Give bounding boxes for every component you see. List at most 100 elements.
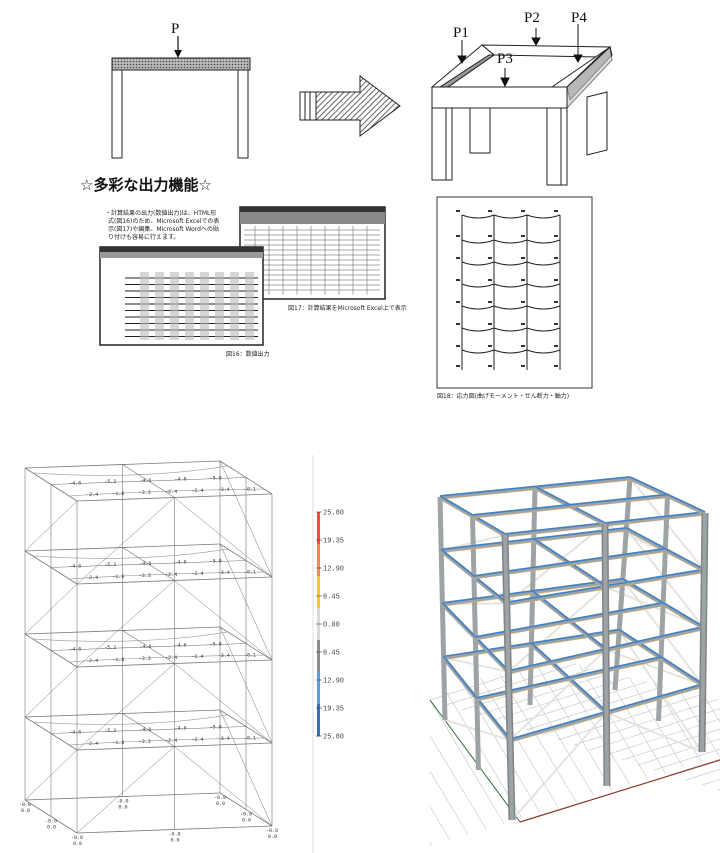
color-segment: [317, 704, 320, 737]
leg-front-left: [431, 107, 453, 181]
force-label: -2.4: [191, 488, 203, 494]
value-mark: [521, 235, 525, 237]
leg-back-left: [469, 102, 491, 154]
tick-label: 6.45: [323, 650, 340, 658]
brace-line: [76, 746, 175, 834]
table-column: [140, 272, 149, 340]
tick-label: 25.80: [323, 734, 344, 742]
force-label: -3.3: [139, 656, 151, 662]
force-label: -0.1: [244, 652, 256, 658]
value-mark: [554, 345, 558, 347]
brace-line: [174, 497, 273, 578]
table-column: [245, 272, 254, 340]
fig18-caption: 図18：応力図(曲げモーメント・せん断力・軸力): [437, 392, 569, 400]
force-label: -2.4: [191, 571, 203, 577]
moment-curve: [493, 305, 528, 310]
force-label: -4.6: [69, 646, 81, 652]
table-column: [215, 272, 224, 340]
value-mark: [554, 257, 558, 259]
moment-curve: [493, 327, 528, 332]
force-label: -4.6: [139, 561, 151, 567]
moment-curve: [526, 283, 561, 288]
moment-curve: [461, 305, 495, 310]
html-output-screenshot: [99, 246, 264, 346]
table-column: [170, 272, 179, 340]
color-segment: [317, 512, 320, 545]
moment-curve: [526, 261, 561, 266]
force-label: -4.6: [175, 726, 187, 732]
value-mark: [554, 365, 558, 367]
space-frame-3d: P1 P2 P3 P4: [430, 10, 613, 186]
grid-line: [430, 699, 505, 824]
force-label: -3.4: [218, 653, 230, 659]
color-segment: [317, 544, 320, 577]
moment-curve: [526, 327, 561, 332]
moment-curve: [461, 349, 495, 354]
force-label: -3.3: [139, 490, 151, 496]
paragraph-line: 示(図17)や編集、Microsoft Wordへの貼: [108, 225, 219, 233]
column-member: [603, 523, 609, 787]
force-label: -5.2: [104, 645, 116, 651]
tick-label: 19.35: [323, 538, 344, 546]
grid-line: [701, 778, 720, 786]
moment-curve: [526, 305, 561, 310]
value-mark: [456, 279, 460, 281]
force-label: -3.4: [218, 570, 230, 576]
grid-line: [653, 748, 720, 771]
brace-line: [219, 626, 273, 744]
brace-line: [219, 709, 273, 827]
table-column: [155, 272, 164, 340]
value-mark: [554, 210, 558, 212]
brace-member: [507, 586, 607, 673]
frame-column-right: [237, 69, 249, 159]
deformed-beam: [32, 548, 228, 559]
moment-curve: [493, 261, 528, 266]
grid-line: [430, 770, 469, 835]
force-label: -2.4: [86, 658, 98, 664]
column-member: [656, 495, 670, 722]
force-label: -4.6: [139, 644, 151, 650]
deformed-beam: [32, 465, 228, 476]
support-label: 0.0: [171, 838, 180, 844]
value-mark: [521, 365, 525, 367]
force-label: -3.4: [218, 487, 230, 493]
value-mark: [521, 210, 525, 212]
brace-member: [605, 648, 704, 687]
support-label: 0.0: [47, 825, 56, 831]
features-paragraph: ・計算結果の出力(数値出力)は、HTML形 式(図16)のため、Microsof…: [105, 209, 219, 241]
value-mark: [456, 301, 460, 303]
beam-member: [476, 655, 662, 701]
force-label: -2.4: [191, 654, 203, 660]
color-segment: [317, 672, 320, 705]
frame-column-left: [111, 69, 123, 159]
3d-steel-frame-render: [437, 476, 709, 821]
force-label: -5.0: [210, 558, 222, 564]
grid-line: [430, 735, 487, 830]
tick-label: 19.35: [323, 706, 344, 714]
value-mark: [488, 345, 492, 347]
deformed-beam: [69, 488, 265, 497]
beam-stress-highlight: [476, 656, 662, 699]
moment-curve: [493, 349, 528, 354]
value-mark: [488, 365, 492, 367]
moment-curve: [526, 214, 561, 219]
brace-line: [76, 497, 175, 585]
value-mark: [488, 323, 492, 325]
brace-line: [24, 666, 78, 718]
support-label: -0.0: [169, 832, 181, 838]
brace-line: [174, 746, 273, 827]
force-label: -4.6: [139, 478, 151, 484]
grid-line: [637, 738, 720, 766]
stress-diagram: [456, 210, 561, 370]
value-mark: [554, 235, 558, 237]
brace-member: [606, 711, 703, 753]
value-mark: [488, 301, 492, 303]
value-mark: [488, 235, 492, 237]
features-heading: ☆多彩な出力機能☆: [80, 176, 212, 194]
force-label: -2.4: [86, 492, 98, 498]
force-label: -0.1: [244, 486, 256, 492]
leg-back-right: [586, 91, 608, 156]
load-arrowhead-icon: [174, 50, 182, 58]
support-label: -0.0: [266, 828, 278, 834]
